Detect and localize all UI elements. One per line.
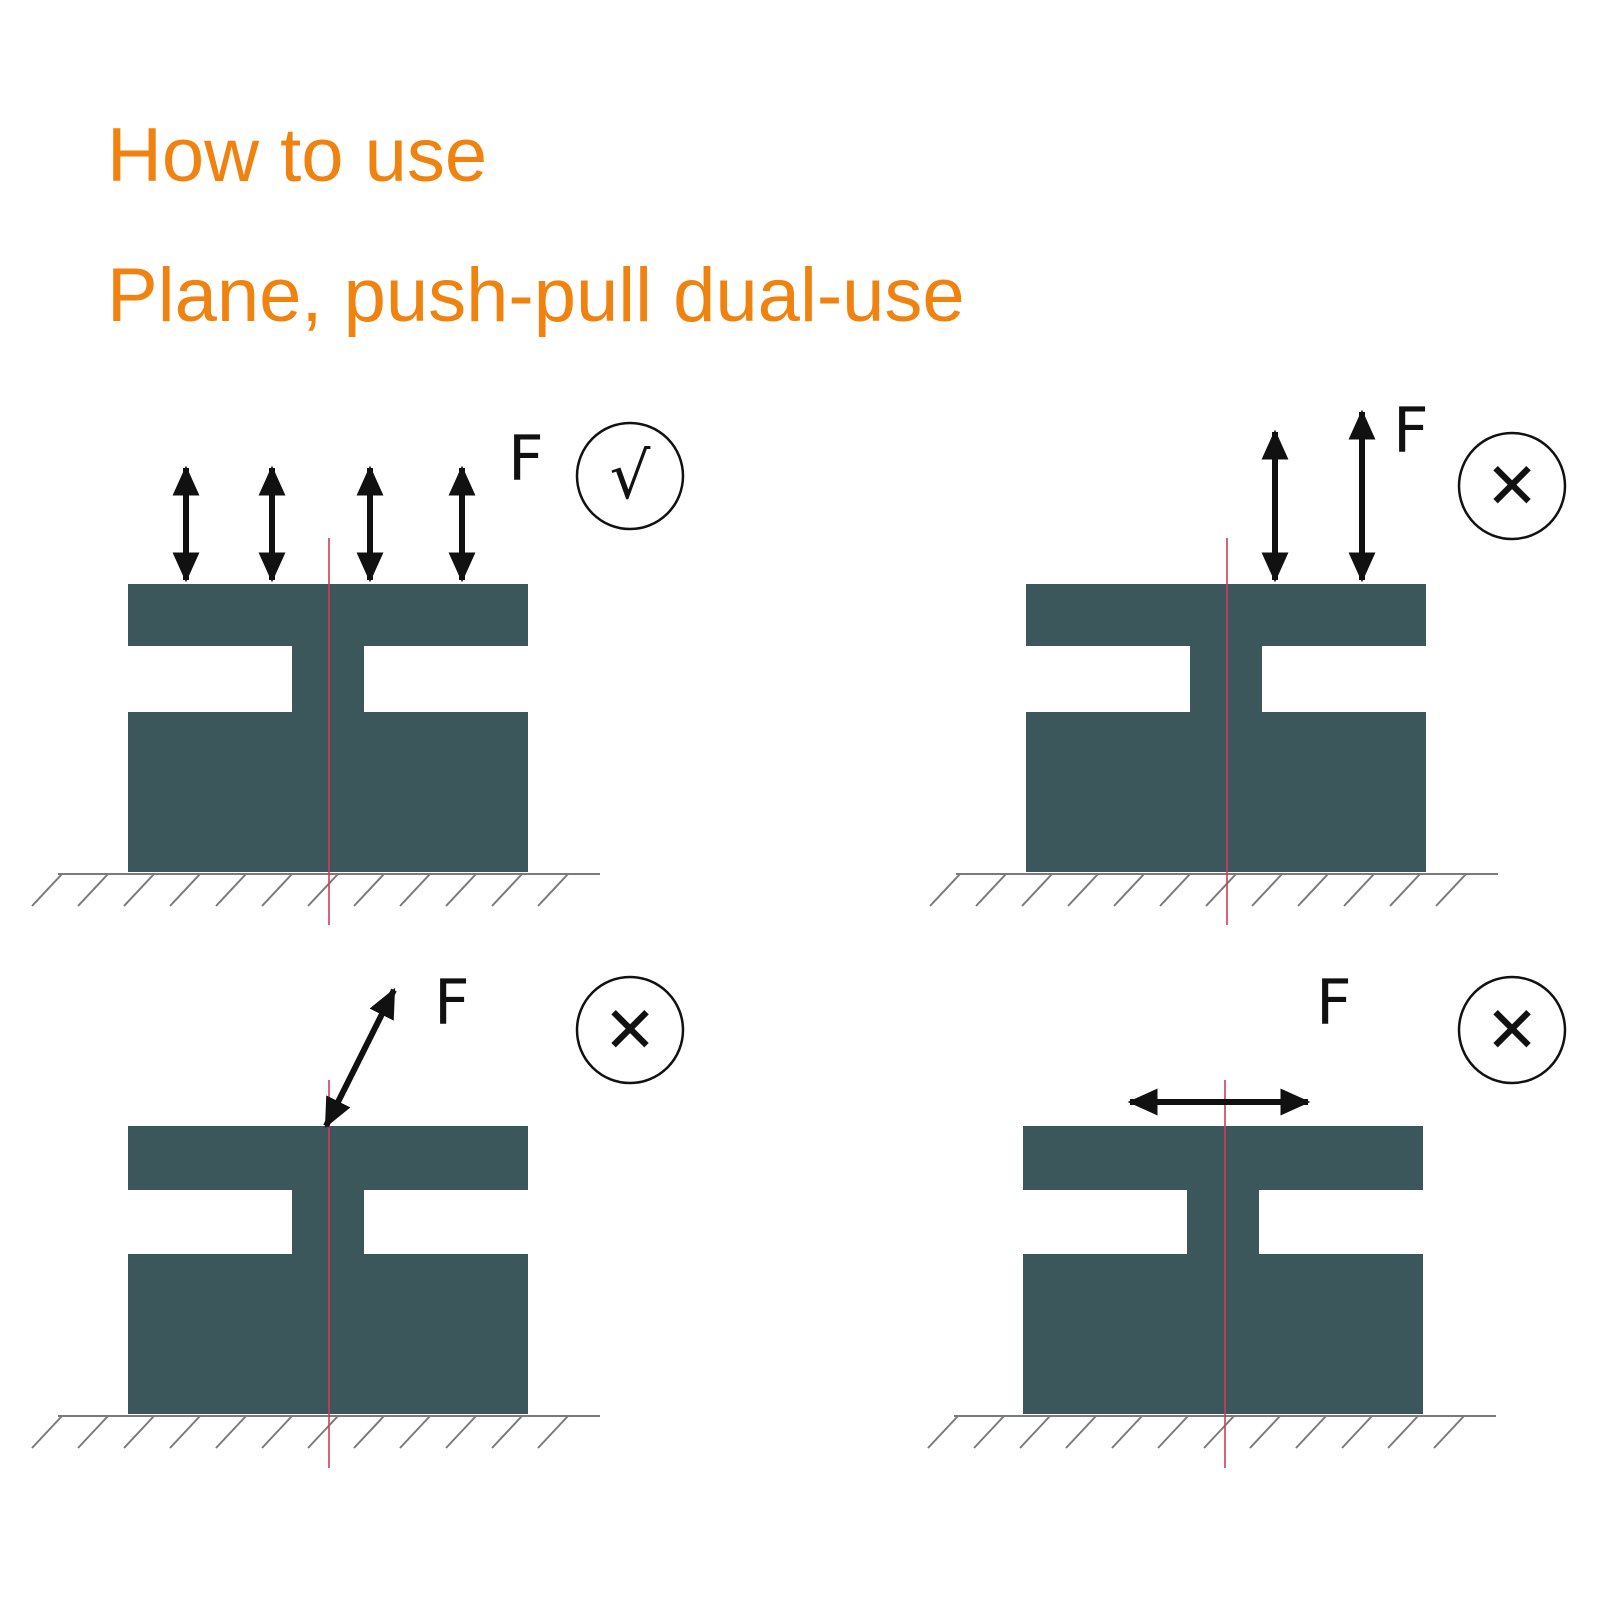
isolator-mount <box>1023 1126 1423 1414</box>
cross-badge: ✕ <box>1457 431 1567 541</box>
ground-hatch <box>31 873 600 907</box>
panel-offset-load: F ✕ <box>929 394 1567 925</box>
cross-badge: ✕ <box>1457 975 1567 1085</box>
force-arrows <box>172 465 476 583</box>
force-label: F <box>1316 966 1352 1039</box>
force-label: F <box>434 966 470 1039</box>
ground-hatch <box>929 873 1498 907</box>
page-subtitle: Plane, push-pull dual-use <box>107 253 965 338</box>
panel-inclined-load: F ✕ <box>31 966 685 1468</box>
panel-horizontal-load: F ✕ <box>927 966 1567 1468</box>
isolator-mount <box>128 1126 528 1414</box>
page-title: How to use <box>107 113 488 198</box>
cross-icon: ✕ <box>603 994 657 1068</box>
force-label: F <box>1393 394 1429 467</box>
cross-icon: ✕ <box>1485 994 1539 1068</box>
isolator-mount <box>128 584 528 872</box>
force-arrows <box>1261 409 1376 583</box>
cross-icon: ✕ <box>1485 450 1539 524</box>
force-arrow <box>323 987 397 1129</box>
panel-uniform-load: F √ <box>31 421 685 925</box>
isolator-mount <box>1026 584 1426 872</box>
cross-badge: ✕ <box>575 975 685 1085</box>
check-badge: √ <box>575 421 685 531</box>
check-icon: √ <box>610 440 651 514</box>
force-label: F <box>508 422 544 495</box>
ground-hatch <box>927 1415 1496 1449</box>
ground-hatch <box>31 1415 600 1449</box>
